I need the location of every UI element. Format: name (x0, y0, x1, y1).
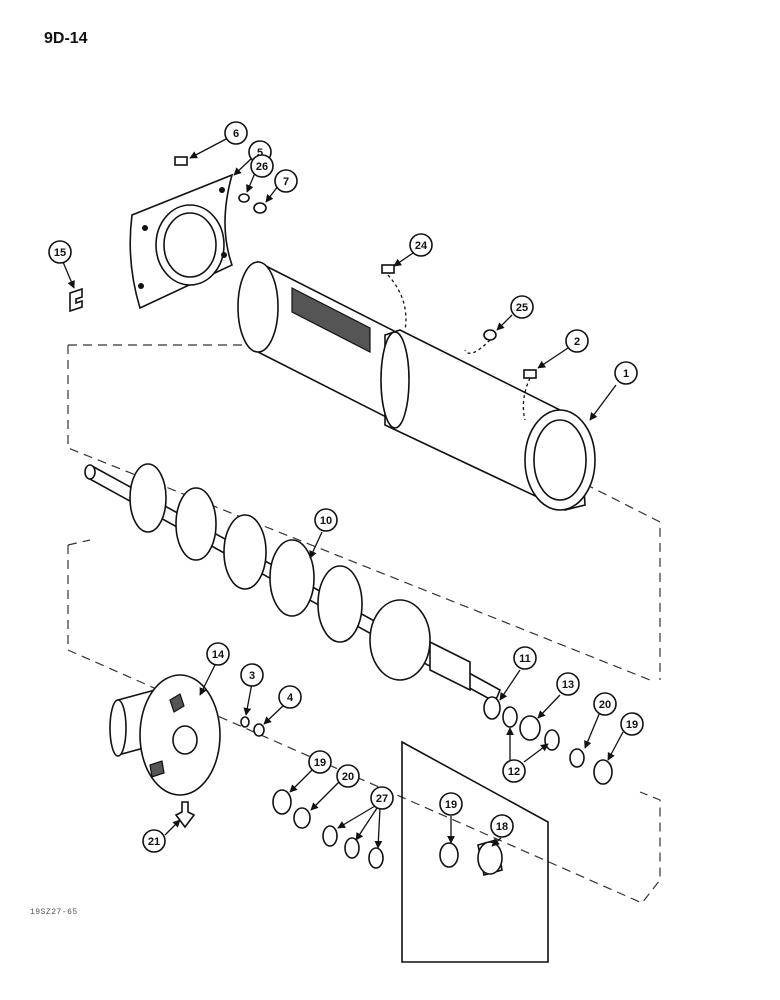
callout-label: 12 (508, 766, 520, 778)
callout-15: 15 (48, 240, 72, 264)
callout-4: 4 (278, 685, 302, 709)
hardware (174, 156, 613, 869)
callout-25: 25 (510, 295, 534, 319)
callout-label: 13 (562, 679, 574, 691)
callout-label: 1 (623, 368, 629, 380)
callout-label: 6 (233, 128, 239, 140)
callout-label: 24 (415, 240, 428, 252)
callout-11: 11 (513, 646, 537, 670)
callout-label: 10 (320, 515, 332, 527)
callout-label: 19 (314, 757, 326, 769)
callout-21: 21 (142, 829, 166, 853)
callout-20-left: 20 (336, 764, 360, 788)
callout-27: 27 (370, 786, 394, 810)
figure-code: 19SZ27-65 (30, 908, 78, 917)
callout-12: 12 (502, 759, 526, 783)
callout-10: 10 (314, 508, 338, 532)
callout-label: 2 (574, 336, 580, 348)
callout-label: 19 (445, 799, 457, 811)
callout-label: 20 (342, 771, 354, 783)
auger (84, 463, 502, 704)
callout-2: 2 (565, 329, 589, 353)
callout-3: 3 (240, 663, 264, 687)
callout-label: 15 (54, 247, 66, 259)
callout-label: 4 (287, 692, 294, 704)
callout-19-right: 19 (620, 712, 644, 736)
callout-label: 7 (283, 176, 289, 188)
callout-label: 5 (257, 147, 263, 159)
clip (69, 287, 83, 313)
callout-24: 24 (409, 233, 433, 257)
callout-6: 6 (224, 121, 248, 145)
callout-label: 18 (496, 821, 508, 833)
callout-14: 14 (206, 642, 230, 666)
callout-label: 14 (212, 649, 225, 661)
callout-label: 19 (626, 719, 638, 731)
callout-18: 18 (490, 814, 514, 838)
callout-label: 27 (376, 793, 388, 805)
upper-dashed-outline (67, 344, 661, 681)
callout-label: 11 (519, 653, 531, 665)
drive-hub (109, 674, 221, 796)
callout-label: 3 (249, 670, 255, 682)
callout-19-left: 19 (308, 750, 332, 774)
callout-19-inset: 19 (439, 792, 463, 816)
callout-label: 26 (256, 161, 268, 173)
callout-label: 20 (599, 699, 611, 711)
leader-lines (62, 137, 624, 849)
callout-label: 21 (148, 836, 160, 848)
callout-26: 26 (250, 154, 274, 178)
callout-label: 25 (516, 302, 528, 314)
callout-1: 1 (614, 361, 638, 385)
bearing-inset (401, 740, 549, 963)
lower-dashed-outline (67, 539, 661, 904)
mounting-plate (129, 173, 234, 310)
auger-tube (237, 260, 596, 511)
page-reference: 9D-14 (44, 30, 88, 47)
callout-13: 13 (556, 672, 580, 696)
callout-20-right: 20 (593, 692, 617, 716)
callout-7: 7 (274, 169, 298, 193)
